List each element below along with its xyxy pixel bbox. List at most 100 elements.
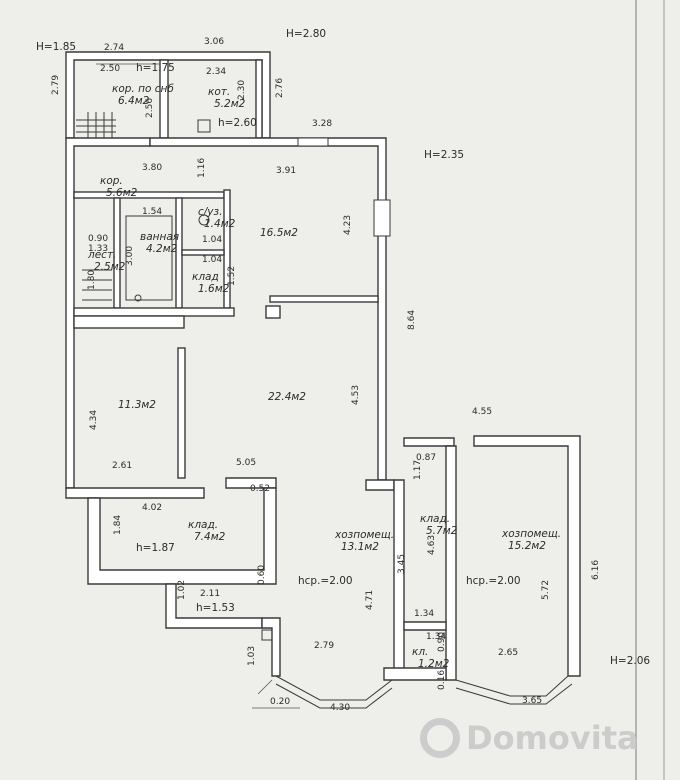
dimension-label: 2.34 [206, 67, 226, 77]
dimension-label: 0.52 [250, 484, 270, 494]
corner-marks [252, 629, 300, 709]
room-area-room16: 16.5м2 [260, 227, 298, 239]
height-label: H=2.35 [424, 149, 464, 161]
dimension-label: 0.87 [416, 453, 436, 463]
right-annex-walls [455, 435, 581, 705]
dimension-label: 2.11 [200, 589, 220, 599]
dimension-label: 0.60 [257, 565, 267, 585]
dimension-label: 2.65 [498, 648, 518, 658]
room-name-hoz152: хозпомещ. [501, 528, 561, 540]
dimension-label: 1.33 [88, 244, 108, 254]
room-name-klad1: клад [192, 271, 219, 283]
height-label: H=2.80 [286, 28, 326, 40]
room-name-klad74: клад. [188, 519, 218, 531]
room-area-hoz152: 15.2м2 [508, 540, 546, 552]
dimension-label: 0.20 [270, 697, 290, 707]
dimension-label: 1.17 [413, 460, 423, 480]
room-area-lest: 2.5м2 [94, 261, 126, 273]
dimension-label: 2.61 [112, 461, 132, 471]
dimension-label: 1.34 [414, 609, 434, 619]
dimension-label: 1.54 [142, 207, 162, 217]
storage-block [87, 487, 277, 629]
room-name-kor-snb: кор. по снб [112, 83, 174, 95]
dimension-label: 4.63 [427, 535, 437, 555]
height-label: H=2.06 [610, 655, 650, 667]
main-house-walls [65, 137, 395, 499]
room-area-kor-snb: 6.4м2 [118, 95, 150, 107]
dimension-label: 4.02 [142, 503, 162, 513]
dimension-label: 3.06 [204, 37, 224, 47]
room-name-kot: кот. [208, 86, 230, 98]
room-area-klad74: 7.4м2 [194, 531, 226, 543]
dimension-labels: 2.74 3.06 2.50 2.34 2.79 2.56 2.30 2.76 3.28 3.80… [51, 37, 601, 713]
dimension-label: 2.79 [51, 75, 61, 95]
watermark: Domovita [420, 718, 639, 758]
dimension-label: 0.90 [437, 632, 447, 652]
center-lower-walls [261, 437, 457, 709]
dimension-label: 3.00 [125, 246, 135, 266]
dimension-label: 8.64 [407, 310, 417, 330]
dimension-label: 6.16 [591, 560, 601, 580]
dimension-label: 1.04 [202, 235, 222, 245]
height-label: h=1.53 [196, 602, 235, 614]
dimension-label: 1.16 [197, 158, 207, 178]
dimension-label: 1.03 [247, 646, 257, 666]
height-label: H=1.85 [36, 41, 76, 53]
height-label: hср.=2.00 [466, 575, 521, 587]
dimension-label: 2.50 [100, 64, 120, 74]
dimension-label: 4.34 [89, 410, 99, 430]
room-area-room113: 11.3м2 [118, 399, 156, 411]
dimension-label: 1.84 [113, 515, 123, 535]
room-name-bath: ванная [140, 231, 179, 243]
dimension-label: 0.90 [88, 234, 108, 244]
dimension-label: 1.02 [177, 580, 187, 600]
room-name-hoz131: хозпомещ. [334, 529, 394, 541]
height-label: h=1.75 [136, 62, 175, 74]
room-name-klad57: клад. [420, 513, 450, 525]
room-area-klad57: 5.7м2 [426, 525, 458, 537]
dimension-label: 1.80 [87, 270, 97, 290]
room-name-wc: с/уз. [198, 206, 222, 218]
dimension-label: 2.30 [237, 80, 247, 100]
room-area-bath: 4.2м2 [146, 243, 178, 255]
room-name-kl12: кл. [412, 646, 428, 658]
dimension-label: 4.71 [365, 590, 375, 610]
watermark-text: Domovita [466, 719, 639, 757]
room-area-hoz131: 13.1м2 [341, 541, 379, 553]
watermark-logo-icon [420, 718, 460, 758]
room-area-wc: 1.4м2 [204, 218, 236, 230]
dimension-label: 2.76 [275, 78, 285, 98]
dimension-label: 5.05 [236, 458, 256, 468]
room-area-room224: 22.4м2 [268, 391, 306, 403]
dimension-label: 3.65 [522, 696, 542, 706]
height-labels: H=1.85 H=2.80H=2.35H=2.06 h=1.75 h=2.60 h=1.… [36, 28, 650, 667]
internal-walls [73, 189, 379, 479]
top-annex-walls [65, 51, 271, 140]
height-label: hср.=2.00 [298, 575, 353, 587]
height-label: h=2.60 [218, 117, 257, 129]
dimension-label: 1.34 [426, 632, 446, 642]
dimension-label: 1.52 [227, 266, 237, 286]
room-area-kot: 5.2м2 [214, 98, 246, 110]
room-name-kor2: кор. [100, 175, 123, 187]
dimension-label: 4.55 [472, 407, 492, 417]
dimension-label: 3.45 [397, 554, 407, 574]
height-label: h=1.87 [136, 542, 175, 554]
room-area-kor2: 5.6м2 [106, 187, 138, 199]
dimension-label: 3.91 [276, 166, 296, 176]
room-area-kl12: 1.2м2 [418, 658, 450, 670]
dimension-label: 2.79 [314, 641, 334, 651]
dimension-label: 1.04 [202, 255, 222, 265]
dimension-label: 4.23 [343, 215, 353, 235]
dimension-label: 2.56 [145, 98, 155, 118]
dimension-label: 0.16 [437, 670, 447, 690]
dimension-label: 5.72 [541, 580, 551, 600]
dimension-label: 2.74 [104, 43, 124, 53]
room-name-lest: лест. [87, 249, 116, 261]
dimension-label: 3.28 [312, 119, 332, 129]
dimension-label: 3.80 [142, 163, 162, 173]
dimension-label: 4.30 [330, 703, 350, 713]
dimension-label: 4.53 [351, 385, 361, 405]
